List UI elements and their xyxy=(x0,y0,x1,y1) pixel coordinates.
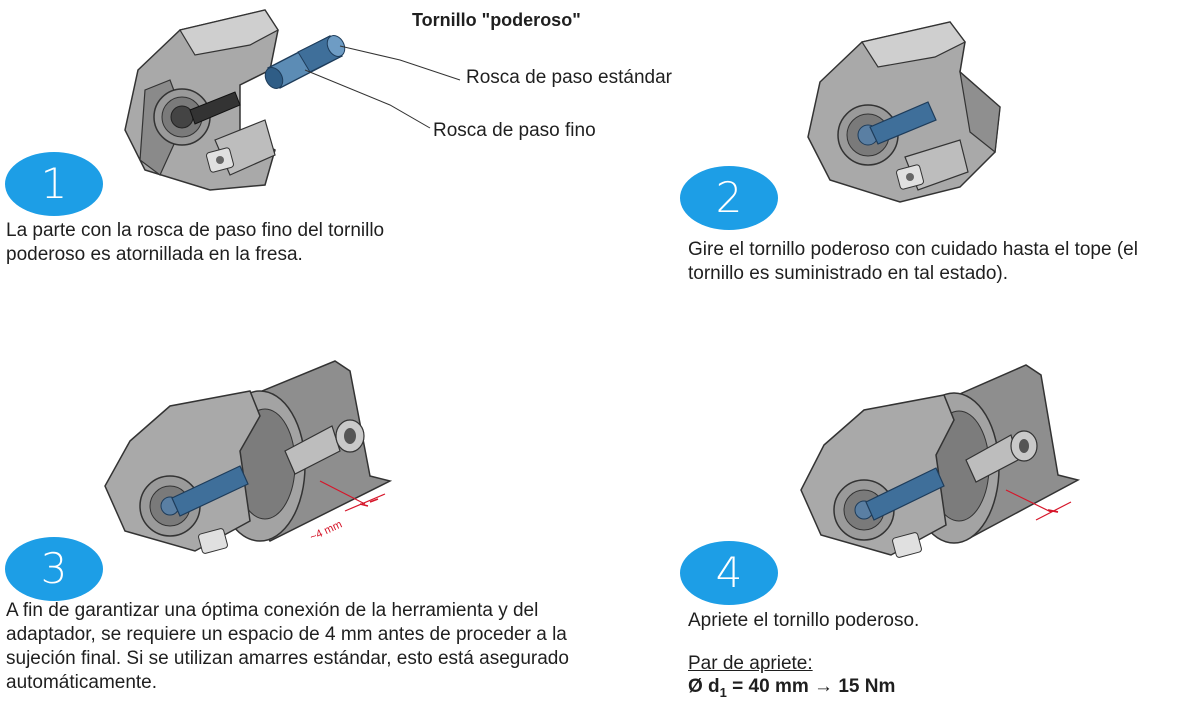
step-badge-3: 3 xyxy=(5,537,103,601)
label-standard-thread: Rosca de paso estándar xyxy=(466,67,672,88)
screw-title: Tornillo "poderoso" xyxy=(412,10,581,30)
label-fine-thread: Rosca de paso fino xyxy=(433,120,596,141)
step3-caption: A fin de garantizar una óptima conexión … xyxy=(6,600,569,693)
torque-prefix: Ø d xyxy=(688,676,720,697)
step-badge-1: 1 xyxy=(5,152,103,216)
gap-dimension-label: ~4 mm xyxy=(308,519,344,544)
adapter-illustration-step3: ~4 mm xyxy=(104,360,393,554)
step4-caption: Apriete el tornillo poderoso. xyxy=(688,610,920,631)
adapter-illustration-step4 xyxy=(800,364,1081,558)
step2-caption: Gire el tornillo poderoso con cuidado ha… xyxy=(688,239,1138,284)
step-badge-2: 2 xyxy=(680,166,778,230)
cutter-illustration-step2 xyxy=(807,21,1001,203)
torque-subscript: 1 xyxy=(719,684,727,700)
step-badge-4: 4 xyxy=(680,541,778,605)
torque-heading: Par de apriete: xyxy=(688,653,813,674)
torque-spec: Ø d1 = 40 mm → 15 Nm xyxy=(688,675,895,705)
cutter-illustration-step1 xyxy=(124,9,461,191)
torque-value: = 40 mm → 15 Nm xyxy=(726,676,896,697)
step1-caption: La parte con la rosca de paso fino del t… xyxy=(6,220,385,265)
